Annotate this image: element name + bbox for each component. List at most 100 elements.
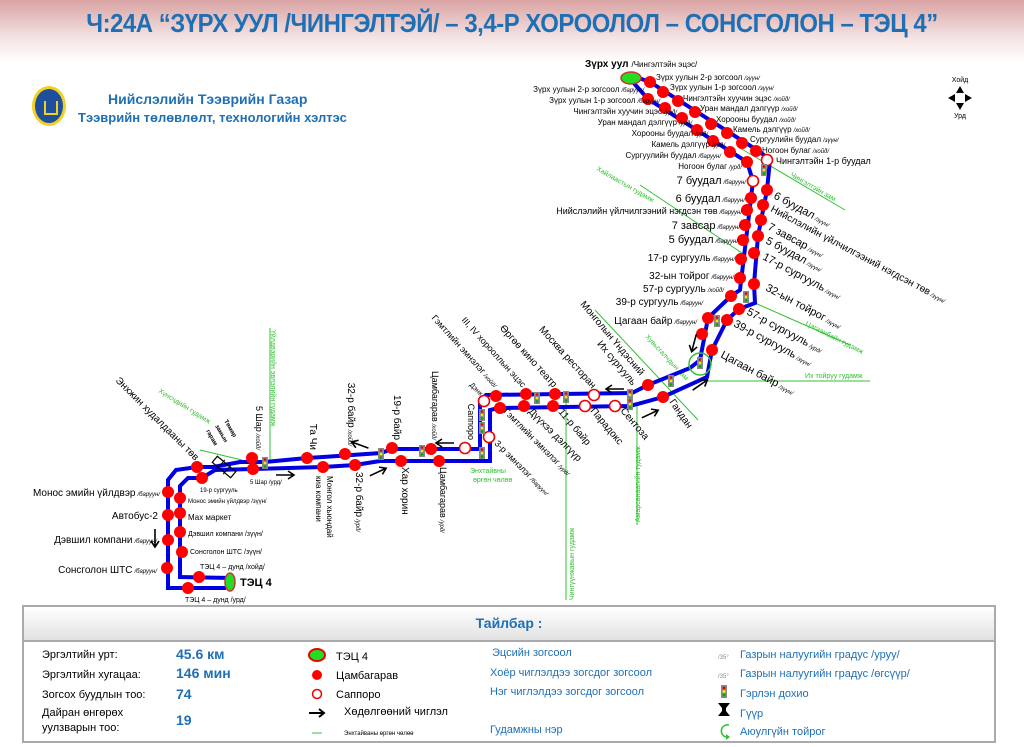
- bus-stop[interactable]: [301, 452, 313, 464]
- bus-stop[interactable]: [725, 290, 737, 302]
- stop-label: 6 буудал/баруун/: [676, 193, 747, 205]
- bus-stop[interactable]: [752, 230, 764, 242]
- one-way-stop[interactable]: [587, 388, 601, 402]
- bus-stop[interactable]: [757, 199, 769, 211]
- bus-stop[interactable]: [724, 146, 736, 158]
- bus-stop[interactable]: [349, 459, 361, 471]
- bus-stop[interactable]: [182, 582, 194, 594]
- one-way-stop[interactable]: [746, 174, 760, 188]
- bus-stop[interactable]: [191, 461, 203, 473]
- route-duration-value: 146 мин: [176, 665, 231, 681]
- legend-symbols: [308, 648, 326, 734]
- stop-label: Чингэлтэйн хуучин эцэс/хойд/: [683, 94, 791, 103]
- bus-stop[interactable]: [520, 388, 532, 400]
- bus-stop[interactable]: [750, 145, 762, 157]
- bus-stop[interactable]: [739, 219, 751, 231]
- bus-stop[interactable]: [642, 379, 654, 391]
- bus-stop[interactable]: [657, 86, 669, 98]
- stop-label: Сургуулийн буудал/зүүн/: [750, 135, 840, 144]
- stop-name: Мах маркет: [188, 513, 232, 522]
- stop-name: Сонсголон ШТС /зүүн/: [190, 549, 262, 556]
- bus-stop[interactable]: [745, 192, 757, 204]
- stop-name: Хорооны буудал: [716, 115, 778, 124]
- bus-stop[interactable]: [494, 402, 506, 414]
- stop-name: Сургуулийн буудал: [625, 151, 696, 160]
- bus-stop[interactable]: [659, 102, 671, 114]
- bus-stop[interactable]: [161, 562, 173, 574]
- stop-direction: /баруун/: [722, 198, 747, 204]
- bus-stop[interactable]: [386, 442, 398, 454]
- bus-stop[interactable]: [702, 312, 714, 324]
- stop-direction: /хойд/: [812, 148, 831, 155]
- bus-stop[interactable]: [676, 112, 688, 124]
- bus-stop[interactable]: [748, 247, 760, 259]
- bus-stop[interactable]: [657, 391, 669, 403]
- stop-direction: /баруун/: [137, 492, 162, 498]
- bus-stop[interactable]: [518, 400, 530, 412]
- bus-stop[interactable]: [755, 214, 767, 226]
- terminal-end-icon[interactable]: [224, 572, 236, 592]
- bus-stop[interactable]: [721, 127, 733, 139]
- bus-stop[interactable]: [748, 278, 760, 290]
- stop-name: Чингэлтэйн 1-р буудал: [776, 156, 871, 166]
- stop-direction: /баруун/: [674, 320, 699, 326]
- stop-label: 7 завсар/баруун/: [672, 220, 742, 232]
- bus-stop[interactable]: [162, 486, 174, 498]
- bus-stop[interactable]: [705, 118, 717, 130]
- bus-stop[interactable]: [174, 492, 186, 504]
- stop-direction: /хойд/: [793, 127, 812, 134]
- bus-stop[interactable]: [696, 328, 708, 340]
- bus-stop[interactable]: [425, 443, 437, 455]
- bus-stop[interactable]: [395, 455, 407, 467]
- bus-stop[interactable]: [761, 184, 773, 196]
- stop-name: Чингэлтэйн хуучин эцэс: [573, 107, 662, 116]
- bus-stop[interactable]: [734, 272, 746, 284]
- terminal-start-icon[interactable]: [620, 71, 642, 85]
- bus-stop[interactable]: [246, 452, 258, 464]
- bus-stop[interactable]: [193, 571, 205, 583]
- bus-stop[interactable]: [433, 455, 445, 467]
- bus-stop[interactable]: [721, 314, 733, 326]
- bus-stop[interactable]: [737, 234, 749, 246]
- one-way-stop[interactable]: [578, 399, 592, 413]
- bus-stop[interactable]: [547, 400, 559, 412]
- stop-label: Нийслэлийн үйлчилгээний нэгдсэн төв/бару…: [556, 206, 743, 216]
- traffic-light-icon: [479, 422, 485, 434]
- bus-stop[interactable]: [196, 472, 208, 484]
- bus-stop[interactable]: [247, 463, 259, 475]
- bus-stop[interactable]: [642, 93, 654, 105]
- roundabout-icon: [720, 724, 730, 738]
- bus-stop[interactable]: [176, 546, 188, 558]
- one-way-stop[interactable]: [482, 430, 496, 444]
- bus-stop[interactable]: [691, 124, 703, 136]
- stop-label: Сонсголон ШТС/баруун/: [58, 565, 158, 576]
- direction-arrow-icon: [350, 439, 369, 449]
- bus-stop[interactable]: [644, 76, 656, 88]
- bus-stop[interactable]: [174, 507, 186, 519]
- stop-label: Зүрх уулын 1-р зогсоол/зүүн/: [670, 83, 775, 92]
- one-way-stop[interactable]: [458, 441, 472, 455]
- one-way-stop[interactable]: [760, 153, 774, 167]
- one-way-stop[interactable]: [477, 394, 491, 408]
- bus-stop[interactable]: [162, 534, 174, 546]
- bus-stop[interactable]: [741, 156, 753, 168]
- one-way-stop[interactable]: [608, 399, 622, 413]
- bus-stop[interactable]: [490, 390, 502, 402]
- bus-stop[interactable]: [689, 106, 701, 118]
- stop-name: Монгол хьюндай: [325, 476, 334, 538]
- bus-stop[interactable]: [672, 95, 684, 107]
- bus-stop[interactable]: [706, 344, 718, 356]
- bus-stop[interactable]: [735, 253, 747, 265]
- bus-stop[interactable]: [317, 461, 329, 473]
- bus-stop[interactable]: [741, 204, 753, 216]
- bus-stop[interactable]: [549, 388, 561, 400]
- bus-stop[interactable]: [339, 448, 351, 460]
- bus-stop[interactable]: [733, 303, 745, 315]
- stop-label: Монос эмийн үйлдвэр/баруун/: [33, 488, 161, 499]
- bus-stop[interactable]: [174, 526, 186, 538]
- bus-stop[interactable]: [162, 509, 174, 521]
- bus-stop[interactable]: [707, 135, 719, 147]
- traffic-light-icon: [697, 357, 703, 369]
- bus-stop[interactable]: [736, 137, 748, 149]
